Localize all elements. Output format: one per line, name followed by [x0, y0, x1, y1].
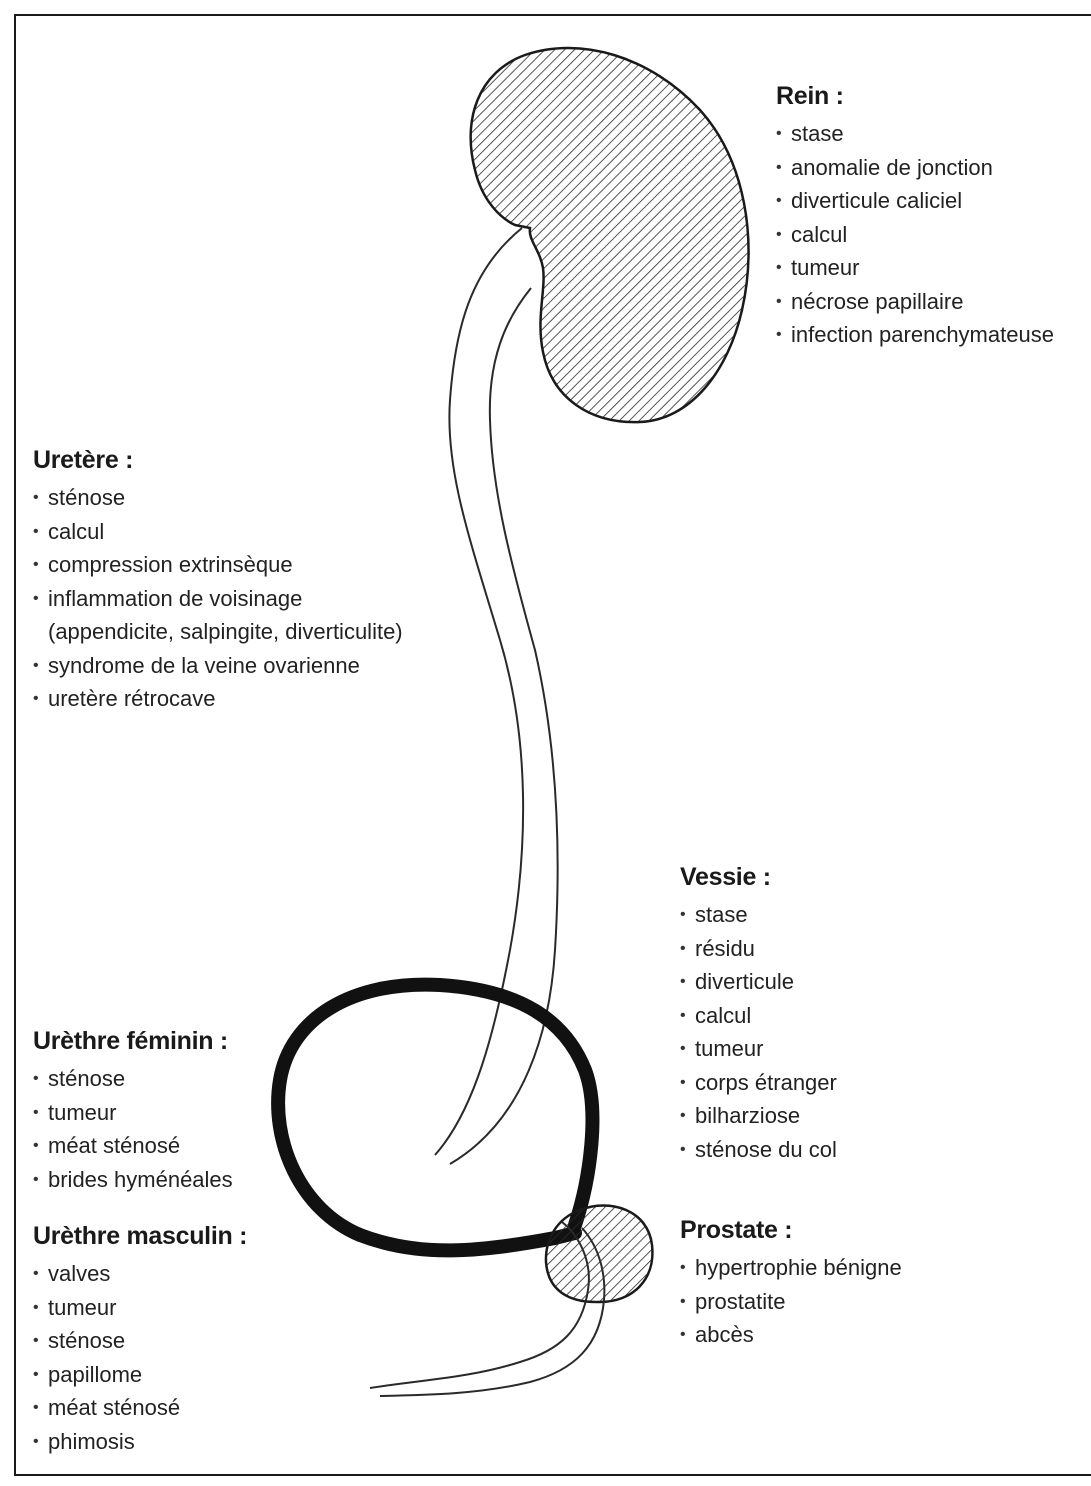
list-item: stase [776, 117, 1054, 151]
section-uretere: Uretère : sténose calcul compression ext… [33, 446, 403, 716]
list-item: corps étranger [680, 1066, 837, 1100]
list-item: abcès [680, 1318, 902, 1352]
list-urethre-masculin: valves tumeur sténose papillome méat sté… [33, 1257, 247, 1458]
section-title-uretere: Uretère : [33, 446, 403, 475]
ureter-left-wall [435, 228, 523, 1155]
list-item: tumeur [33, 1096, 233, 1130]
list-item: tumeur [680, 1032, 837, 1066]
list-item: méat sténosé [33, 1391, 247, 1425]
list-item: anomalie de jonction [776, 151, 1054, 185]
list-item: papillome [33, 1358, 247, 1392]
section-prostate: Prostate : hypertrophie bénigne prostati… [680, 1216, 902, 1352]
list-urethre-feminin: sténose tumeur méat sténosé brides hymén… [33, 1062, 233, 1196]
list-item-continuation: (appendicite, salpingite, diverticulite) [33, 615, 403, 649]
section-title-urethre-feminin: Urèthre féminin : [33, 1027, 233, 1056]
list-item: calcul [680, 999, 837, 1033]
section-rein: Rein : stase anomalie de jonction divert… [776, 82, 1054, 352]
prostate-shape [546, 1205, 652, 1302]
list-item: sténose [33, 481, 403, 515]
list-item: calcul [33, 515, 403, 549]
section-title-vessie: Vessie : [680, 863, 837, 892]
list-item: résidu [680, 932, 837, 966]
list-item: phimosis [33, 1425, 247, 1459]
section-urethre-feminin: Urèthre féminin : sténose tumeur méat st… [33, 1027, 233, 1196]
list-item: tumeur [33, 1291, 247, 1325]
ureter-right-wall [450, 288, 558, 1164]
list-item: stase [680, 898, 837, 932]
list-item: valves [33, 1257, 247, 1291]
list-item: méat sténosé [33, 1129, 233, 1163]
section-urethre-masculin: Urèthre masculin : valves tumeur sténose… [33, 1222, 247, 1458]
section-title-prostate: Prostate : [680, 1216, 902, 1245]
kidney-shape [471, 48, 749, 422]
list-item: calcul [776, 218, 1054, 252]
list-item: infection parenchymateuse [776, 318, 1054, 352]
list-item: diverticule [680, 965, 837, 999]
section-vessie: Vessie : stase résidu diverticule calcul… [680, 863, 837, 1166]
list-vessie: stase résidu diverticule calcul tumeur c… [680, 898, 837, 1166]
list-item: syndrome de la veine ovarienne [33, 649, 403, 683]
bladder-wall [278, 985, 592, 1251]
list-item: hypertrophie bénigne [680, 1251, 902, 1285]
list-item: brides hyménéales [33, 1163, 233, 1197]
list-item: bilharziose [680, 1099, 837, 1133]
list-item: uretère rétrocave [33, 682, 403, 716]
list-item: sténose [33, 1324, 247, 1358]
list-rein: stase anomalie de jonction diverticule c… [776, 117, 1054, 352]
list-item: diverticule caliciel [776, 184, 1054, 218]
list-item: prostatite [680, 1285, 902, 1319]
list-item: tumeur [776, 251, 1054, 285]
list-item: nécrose papillaire [776, 285, 1054, 319]
list-item: inflammation de voisinage [33, 582, 403, 616]
section-title-rein: Rein : [776, 82, 1054, 111]
section-title-urethre-masculin: Urèthre masculin : [33, 1222, 247, 1251]
list-item: sténose du col [680, 1133, 837, 1167]
list-uretere: sténose calcul compression extrinsèque i… [33, 481, 403, 716]
list-prostate: hypertrophie bénigne prostatite abcès [680, 1251, 902, 1352]
list-item: sténose [33, 1062, 233, 1096]
list-item: compression extrinsèque [33, 548, 403, 582]
